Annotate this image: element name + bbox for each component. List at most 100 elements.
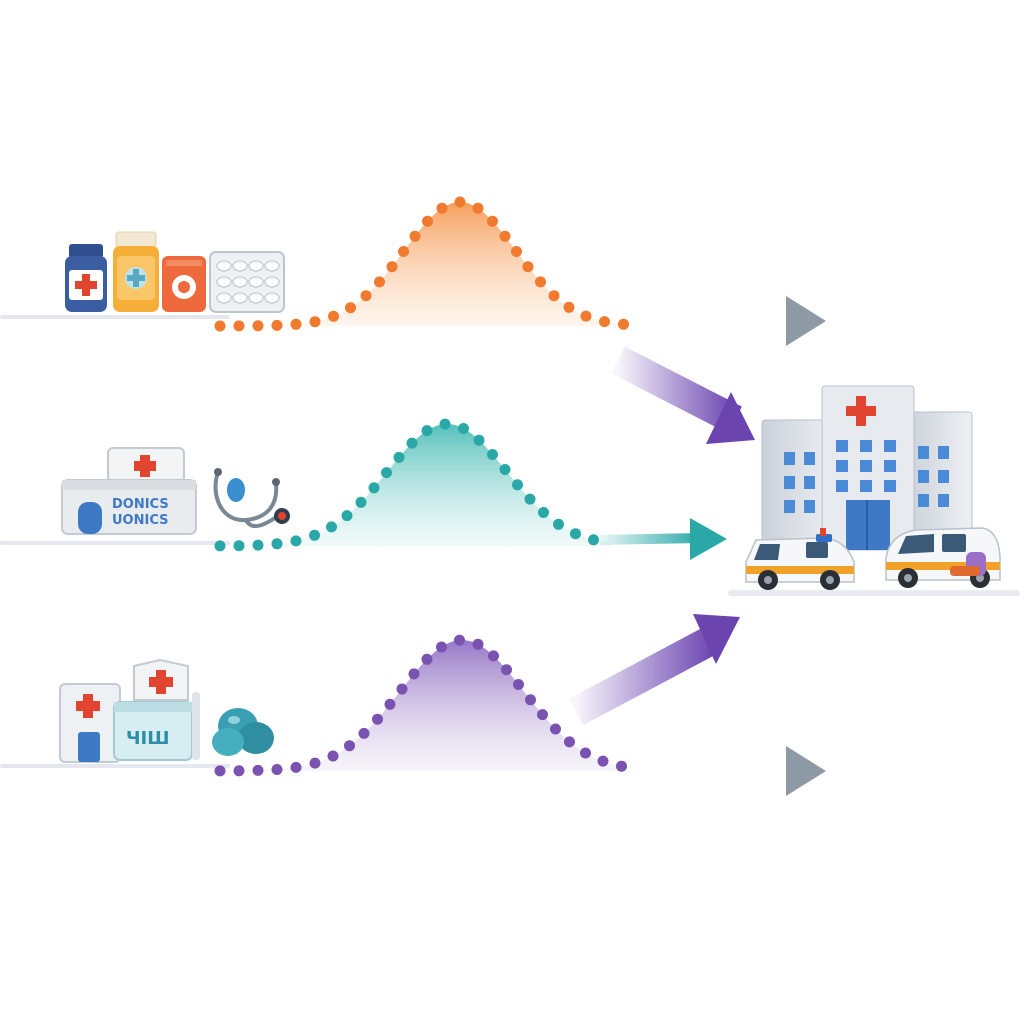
flow-arrow-right — [630, 296, 826, 346]
distribution-dot — [252, 764, 264, 776]
distribution-dot — [386, 261, 398, 273]
distribution-dot — [512, 479, 523, 491]
window — [784, 476, 795, 489]
urgent-care-icon: ЧІШ — [113, 658, 200, 761]
window — [836, 440, 848, 452]
distribution-dot — [564, 736, 575, 748]
distribution-dot — [358, 727, 370, 739]
distribution-dot — [327, 750, 339, 762]
destination-hospital-group — [728, 385, 1020, 596]
blister-pack-icon — [209, 251, 285, 313]
window — [938, 446, 949, 459]
distribution-dot — [472, 202, 484, 214]
pill-cluster-icon — [212, 708, 274, 756]
distribution-dot — [326, 521, 337, 533]
medicine-bottle-icon — [65, 244, 107, 312]
distribution-dot — [553, 518, 564, 530]
distribution-dot — [341, 510, 353, 522]
distribution-curve-fill — [220, 640, 624, 771]
distribution-dot — [499, 464, 511, 475]
window — [938, 494, 949, 507]
distribution-dot — [290, 761, 302, 773]
baseline-axis — [0, 541, 230, 545]
distribution-dot — [421, 653, 433, 665]
distribution-dot — [309, 529, 320, 541]
distribution-dot — [214, 540, 226, 552]
distribution-dot — [252, 539, 264, 551]
distribution-dot — [588, 534, 599, 546]
distribution-dot — [524, 493, 536, 505]
ambulance-icon — [745, 528, 855, 590]
distribution-dot — [372, 713, 383, 725]
distribution-dot — [393, 451, 405, 463]
window — [860, 480, 872, 492]
distribution-dot — [355, 496, 367, 508]
converging-arrow-bottom — [568, 614, 740, 726]
distribution-dot — [618, 318, 629, 330]
distribution-dot — [472, 638, 484, 650]
row-medications — [0, 196, 826, 346]
first-aid-box-icon — [162, 256, 206, 312]
distribution-dot — [233, 540, 245, 552]
distribution-dot — [535, 276, 546, 288]
small-hospital-icon — [59, 683, 121, 763]
distribution-dot — [406, 437, 418, 449]
distribution-dot — [233, 765, 245, 777]
window — [918, 446, 929, 459]
hospital-building-icon — [761, 385, 973, 551]
distribution-dot — [548, 290, 560, 302]
distribution-dot — [488, 650, 499, 662]
distribution-dot — [439, 418, 451, 430]
distribution-dot — [580, 747, 591, 759]
window — [884, 480, 896, 492]
window — [884, 460, 896, 472]
window — [804, 452, 815, 465]
distribution-dot — [290, 318, 302, 330]
window — [938, 470, 949, 483]
distribution-dot — [570, 528, 581, 540]
distribution-dot — [436, 202, 448, 214]
distribution-dot — [522, 261, 534, 273]
window — [860, 440, 872, 452]
row-care-centers: ЧІШ — [0, 634, 826, 796]
distribution-dot — [233, 320, 245, 332]
clinic-sign-text: DONICS — [112, 497, 169, 512]
distribution-dots — [214, 196, 629, 332]
row-clinics: DONICS UONICS — [0, 418, 727, 560]
converging-arrow-top — [611, 346, 755, 444]
flow-arrow-right — [624, 746, 826, 796]
distribution-dot — [511, 246, 522, 257]
distribution-dot — [538, 507, 549, 518]
urgent-care-sign-text: ЧІШ — [126, 728, 169, 749]
distribution-dot — [374, 276, 385, 288]
window — [804, 476, 815, 489]
ground-shadow — [728, 590, 1020, 596]
distribution-dot — [214, 765, 226, 777]
distribution-dot — [368, 482, 380, 494]
distribution-dot — [436, 641, 447, 653]
distribution-dot — [252, 320, 264, 332]
distribution-dot — [290, 535, 302, 547]
window — [918, 470, 929, 483]
stethoscope-icon — [213, 468, 290, 529]
distribution-dot — [271, 319, 283, 331]
distribution-dot — [563, 301, 575, 313]
distribution-dot — [396, 683, 408, 695]
baseline-axis — [0, 315, 230, 319]
distribution-dot — [328, 310, 339, 322]
distribution-dot — [513, 679, 524, 690]
distribution-dot — [487, 449, 498, 460]
distribution-dot — [597, 755, 609, 767]
distribution-dot — [214, 320, 226, 332]
distribution-dot — [421, 425, 433, 437]
distribution-dots — [214, 418, 599, 552]
distribution-dot — [271, 538, 283, 550]
clinic-building-icon: DONICS UONICS — [61, 447, 197, 535]
distribution-dot — [487, 215, 498, 227]
distribution-dot — [409, 230, 421, 242]
distribution-dots — [214, 634, 627, 777]
distribution-dot — [408, 668, 420, 680]
distribution-dot — [344, 740, 355, 752]
window — [884, 440, 896, 452]
